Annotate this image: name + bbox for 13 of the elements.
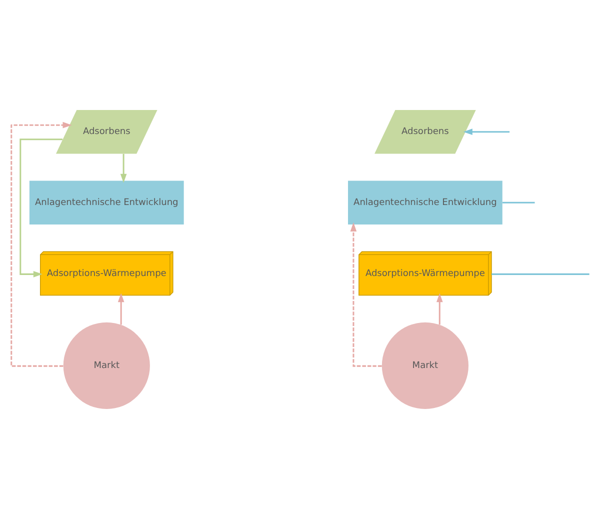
node-box: Anlagentechnische Entwicklung bbox=[348, 180, 502, 224]
arrow bbox=[118, 292, 124, 324]
arrow bbox=[120, 153, 127, 182]
connector bbox=[492, 272, 590, 274]
arrow bbox=[463, 128, 510, 135]
arrow bbox=[10, 121, 72, 366]
arrow bbox=[436, 292, 443, 324]
node-box: Anlagentechnische Entwicklung bbox=[29, 180, 184, 224]
node-circle: Markt bbox=[63, 322, 150, 408]
arrow bbox=[350, 222, 382, 366]
arrow bbox=[20, 138, 62, 277]
node-circle: Markt bbox=[382, 322, 468, 408]
connector bbox=[502, 201, 535, 203]
